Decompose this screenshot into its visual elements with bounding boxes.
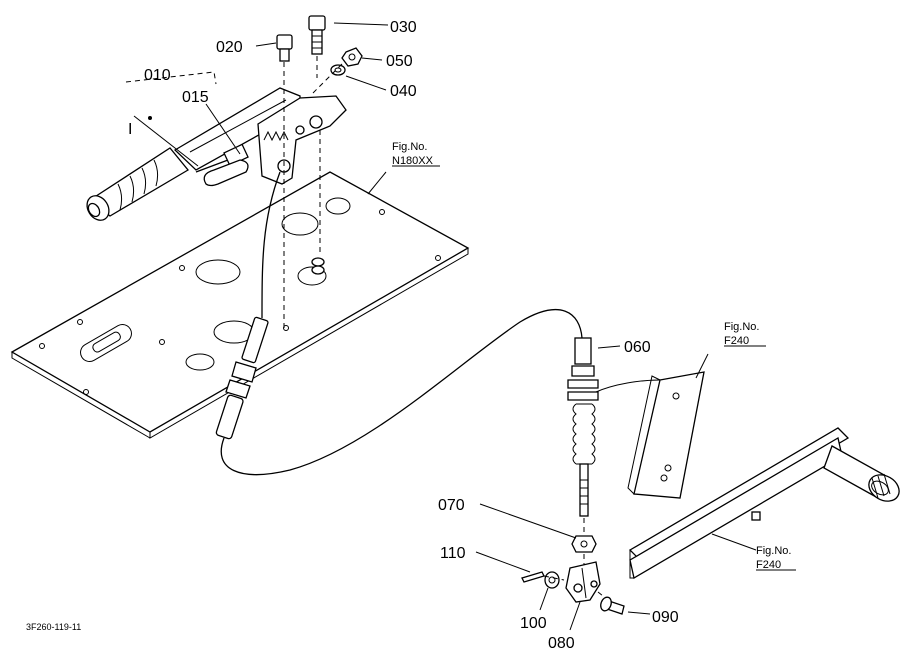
- upper-hardware: [276, 15, 363, 330]
- part-label-030: 030: [390, 19, 417, 36]
- part-label-100: 100: [520, 615, 547, 632]
- part-label-070: 070: [438, 497, 465, 514]
- fig-ref-f240-top-caption: Fig.No.: [724, 321, 759, 333]
- part-label-020: 020: [216, 39, 243, 56]
- drawing-code: 3F260-119-11: [26, 622, 81, 632]
- figure-references: Fig.No. N180XX Fig.No. F240 Fig.No. F240: [392, 141, 791, 571]
- bracket-f240: [627, 371, 705, 499]
- part-label-015: 015: [182, 89, 209, 106]
- lower-hardware: [521, 518, 625, 615]
- part-label-050: 050: [386, 53, 413, 70]
- part-label-110: 110: [440, 545, 466, 562]
- fig-ref-n180-number: N180XX: [392, 155, 434, 167]
- fig-ref-f240-bottom-number: F240: [756, 559, 781, 571]
- bracket-mark: I: [128, 121, 132, 138]
- part-label-090: 090: [652, 609, 679, 626]
- part-label-040: 040: [390, 83, 417, 100]
- part-label-060: 060: [624, 339, 651, 356]
- part-labels: 010 015 020 030 040 050 060 070 080 090 …: [128, 19, 679, 652]
- fig-ref-f240-top-number: F240: [724, 335, 749, 347]
- fig-ref-f240-bottom-caption: Fig.No.: [756, 545, 791, 557]
- brake-cable: [215, 171, 661, 517]
- brake-shaft-f240: [628, 427, 900, 580]
- leader-lines: [205, 22, 796, 631]
- part-label-080: 080: [548, 635, 575, 652]
- fig-ref-n180-caption: Fig.No.: [392, 141, 427, 153]
- brake-lever-assembly: [86, 71, 347, 221]
- part-label-010: 010: [144, 67, 171, 84]
